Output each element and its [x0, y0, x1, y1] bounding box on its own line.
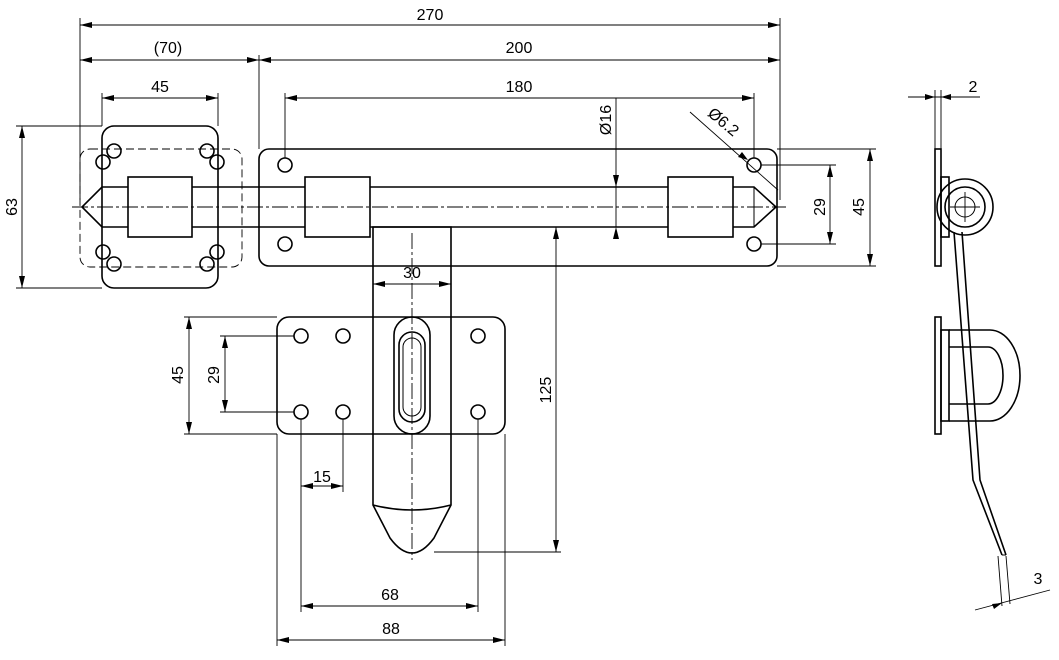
dim-63-label: 63 [4, 198, 21, 216]
side-view [908, 90, 1051, 611]
dim-70-label: (70) [154, 40, 182, 57]
dim-200-label: 200 [506, 40, 533, 57]
dimension-labels: 270 (70) 200 45 180 Ø16 Ø6.2 63 29 45 30… [4, 7, 1043, 638]
dimension-lines [19, 22, 873, 643]
extension-lines [16, 18, 876, 646]
dim-125-label: 125 [538, 377, 555, 404]
dim-270-label: 270 [417, 7, 444, 24]
dim-88-label: 88 [382, 621, 400, 638]
dim-diameter-6-2-label: Ø6.2 [704, 105, 742, 140]
dim-3-label: 3 [1034, 571, 1043, 588]
main-base-plate [258, 148, 778, 267]
dim-45-plate-label: 45 [151, 79, 169, 96]
dim-45-right-label: 45 [851, 198, 868, 216]
dim-30-label: 30 [403, 265, 421, 282]
dim-29-left-label: 29 [206, 366, 223, 384]
dim-2-label: 2 [969, 79, 978, 96]
dim-diameter-16-label: Ø16 [598, 105, 615, 135]
dim-68-label: 68 [381, 587, 399, 604]
dim-180-label: 180 [506, 79, 533, 96]
centerlines [72, 206, 786, 560]
dim-29-right-label: 29 [812, 198, 829, 216]
staple-plate [276, 316, 506, 435]
dim-15-label: 15 [313, 469, 331, 486]
dim-45-left-label: 45 [170, 366, 187, 384]
